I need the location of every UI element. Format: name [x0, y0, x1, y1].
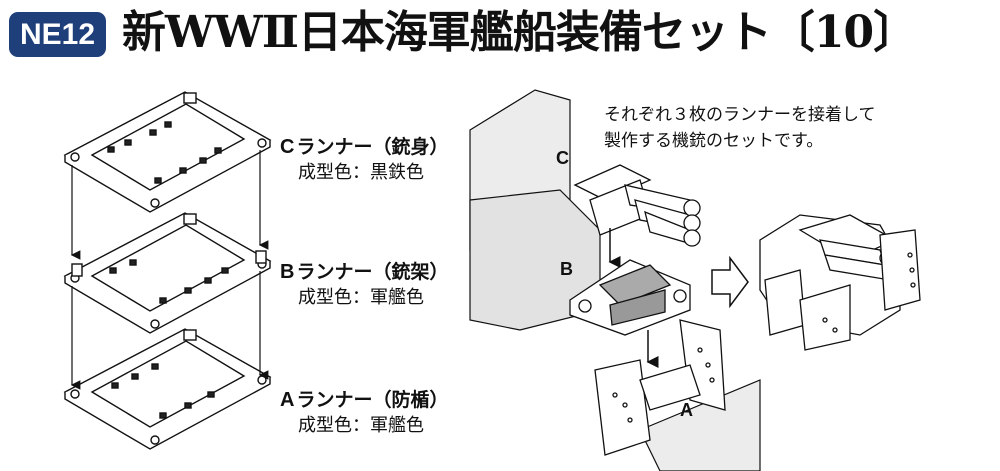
product-code-badge: NE12 — [9, 12, 106, 57]
part-c-barrels — [573, 164, 701, 247]
runner-c-color: 成型色：黒鉄色 — [298, 162, 424, 183]
runner-b-letter: B — [280, 261, 295, 283]
part-b-mount — [569, 259, 691, 336]
runner-a-letter: A — [280, 389, 295, 411]
runner-a-illustration — [63, 328, 272, 450]
result-arrow-icon — [711, 255, 749, 309]
part-a-shield — [594, 319, 726, 456]
runner-c-illustration — [63, 91, 272, 213]
runner-b-illustration — [63, 212, 272, 334]
runner-a-name: ランナー（防楯） — [296, 389, 449, 411]
runner-c-name: ランナー（銃身） — [296, 136, 449, 158]
ship-structure-background — [469, 89, 761, 471]
assembled-model — [759, 214, 921, 351]
runner-b-name: ランナー（銃架） — [296, 261, 449, 283]
runner-a-color: 成型色：軍艦色 — [298, 415, 424, 436]
runner-c-letter: C — [280, 136, 295, 158]
assembly-note: それぞれ３枚のランナーを接着して 製作する機銃のセットです。 — [604, 102, 876, 154]
assembly-label-c: C — [556, 148, 569, 168]
assembly-label-b: B — [560, 259, 573, 279]
assembly-label-a: A — [680, 400, 693, 420]
page-title: 新WWⅡ日本海軍艦船装備セット〔10〕 — [122, 7, 917, 58]
note-line-2: 製作する機銃のセットです。 — [604, 131, 824, 151]
runner-b-color: 成型色：軍艦色 — [298, 287, 424, 308]
note-line-1: それぞれ３枚のランナーを接着して — [604, 105, 876, 125]
